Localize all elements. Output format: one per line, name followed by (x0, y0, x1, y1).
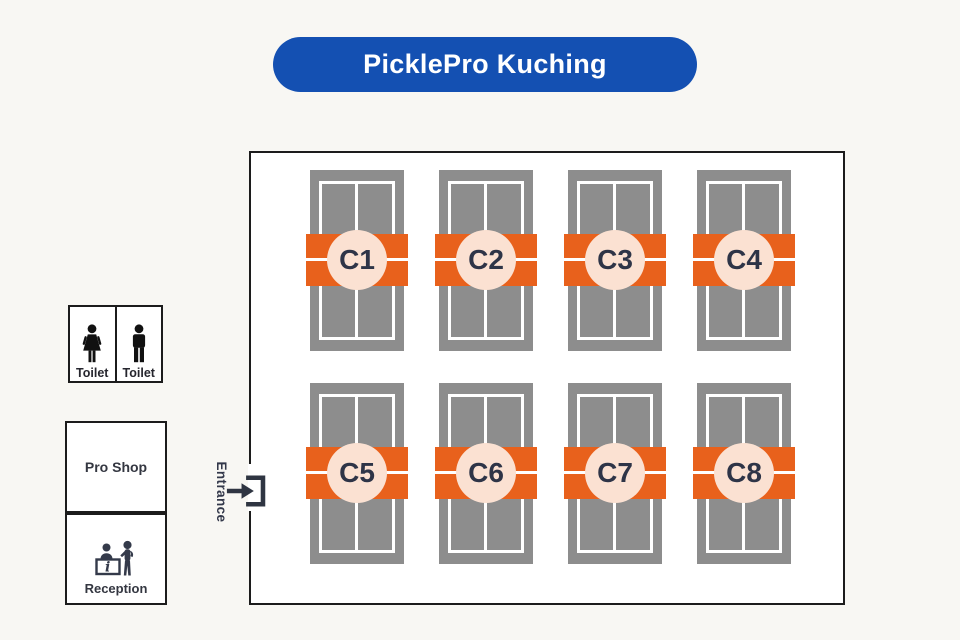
reception-label: Reception (84, 581, 148, 596)
court-marker: C6 (456, 443, 516, 503)
court-marker: C8 (714, 443, 774, 503)
court-label: C8 (726, 457, 762, 488)
facility-title-banner: PicklePro Kuching (273, 37, 697, 92)
court-marker: C7 (585, 443, 645, 503)
svg-text:i: i (105, 560, 110, 576)
pro-shop-label: Pro Shop (84, 459, 148, 475)
court-marker: C3 (585, 230, 645, 290)
court-6: C6 (435, 383, 537, 564)
court-label: C6 (468, 457, 504, 488)
court-8: C8 (693, 383, 795, 564)
entrance-wall-gap (248, 464, 253, 511)
court-3: C3 (564, 170, 666, 351)
court-5: C5 (306, 383, 408, 564)
facility-title: PicklePro Kuching (363, 49, 607, 79)
toilet-label-female: Toilet (76, 366, 109, 380)
court-1: C1 (306, 170, 408, 351)
entry-arrow-icon (226, 475, 266, 507)
reception-room: i Reception (65, 513, 167, 605)
toilet-female-cell: Toilet (70, 307, 115, 381)
court-label: C3 (597, 244, 633, 275)
man-icon (132, 324, 145, 363)
toilet-male-cell: Toilet (114, 307, 162, 381)
court-marker: C2 (456, 230, 516, 290)
court-label: C7 (597, 457, 633, 488)
woman-icon (82, 324, 102, 363)
toilet-label-male: Toilet (122, 366, 155, 380)
court-label: C1 (339, 244, 375, 275)
court-label: C4 (726, 244, 762, 275)
court-2: C2 (435, 170, 537, 351)
reception-desk-icon: i (95, 540, 134, 576)
court-label: C2 (468, 244, 504, 275)
court-marker: C4 (714, 230, 774, 290)
court-7: C7 (564, 383, 666, 564)
court-4: C4 (693, 170, 795, 351)
toilet-sign: Toilet Toilet (68, 305, 163, 383)
court-marker: C5 (327, 443, 387, 503)
court-label: C5 (339, 457, 375, 488)
pro-shop-room: Pro Shop (65, 421, 167, 513)
court-marker: C1 (327, 230, 387, 290)
